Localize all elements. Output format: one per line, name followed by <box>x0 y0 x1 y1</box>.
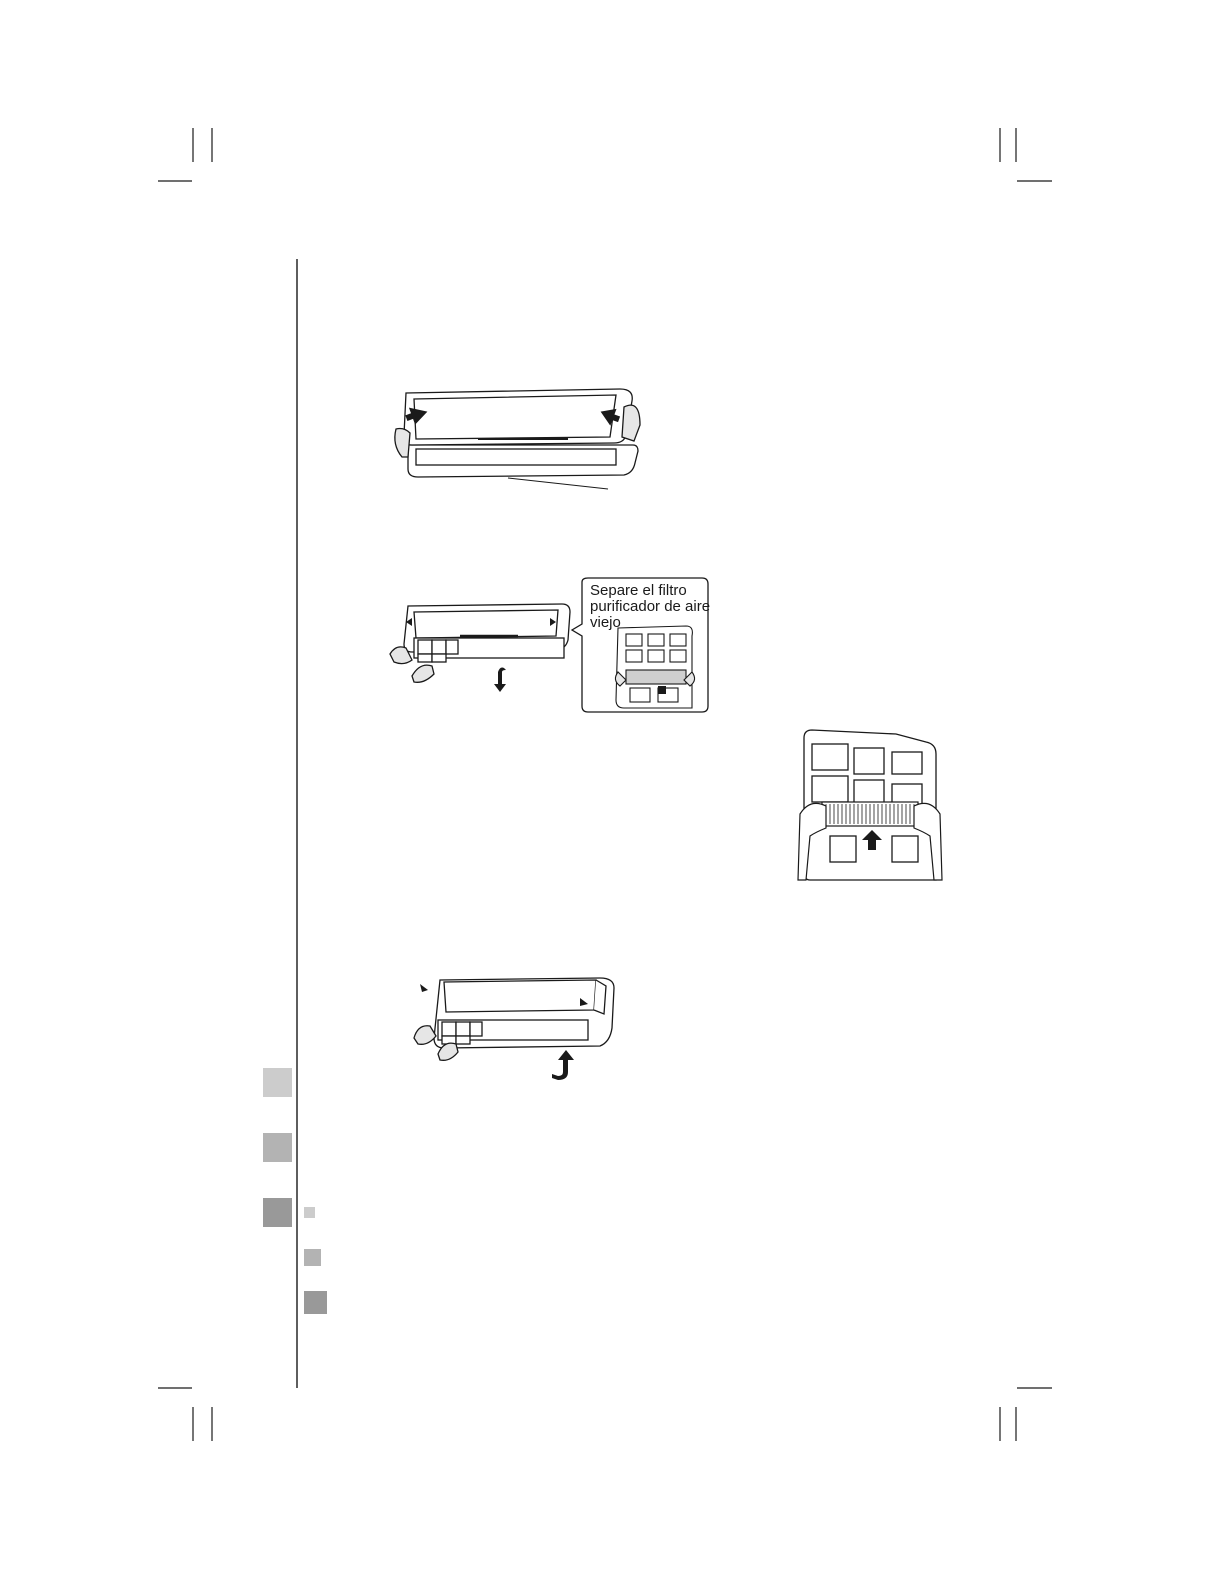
figure-open-front-panel <box>388 385 648 495</box>
callout-caption: Separe el filtro purificador de aire vie… <box>590 583 710 631</box>
arrow-down-icon <box>494 668 506 693</box>
arrow-up-icon <box>552 1050 574 1080</box>
bullet-square <box>304 1249 321 1266</box>
language-tab <box>263 1133 292 1162</box>
callout-line: purificador de aire <box>590 599 710 615</box>
callout-line: viejo <box>590 615 710 631</box>
figure-remove-filter <box>390 600 570 720</box>
language-tab <box>263 1068 292 1097</box>
bullet-square <box>304 1291 327 1314</box>
figure-close-front-panel <box>408 958 618 1088</box>
bullet-square <box>304 1207 315 1218</box>
language-tab <box>263 1198 292 1227</box>
figure-insert-filter <box>796 724 946 884</box>
callout-line: Separe el filtro <box>590 583 710 599</box>
